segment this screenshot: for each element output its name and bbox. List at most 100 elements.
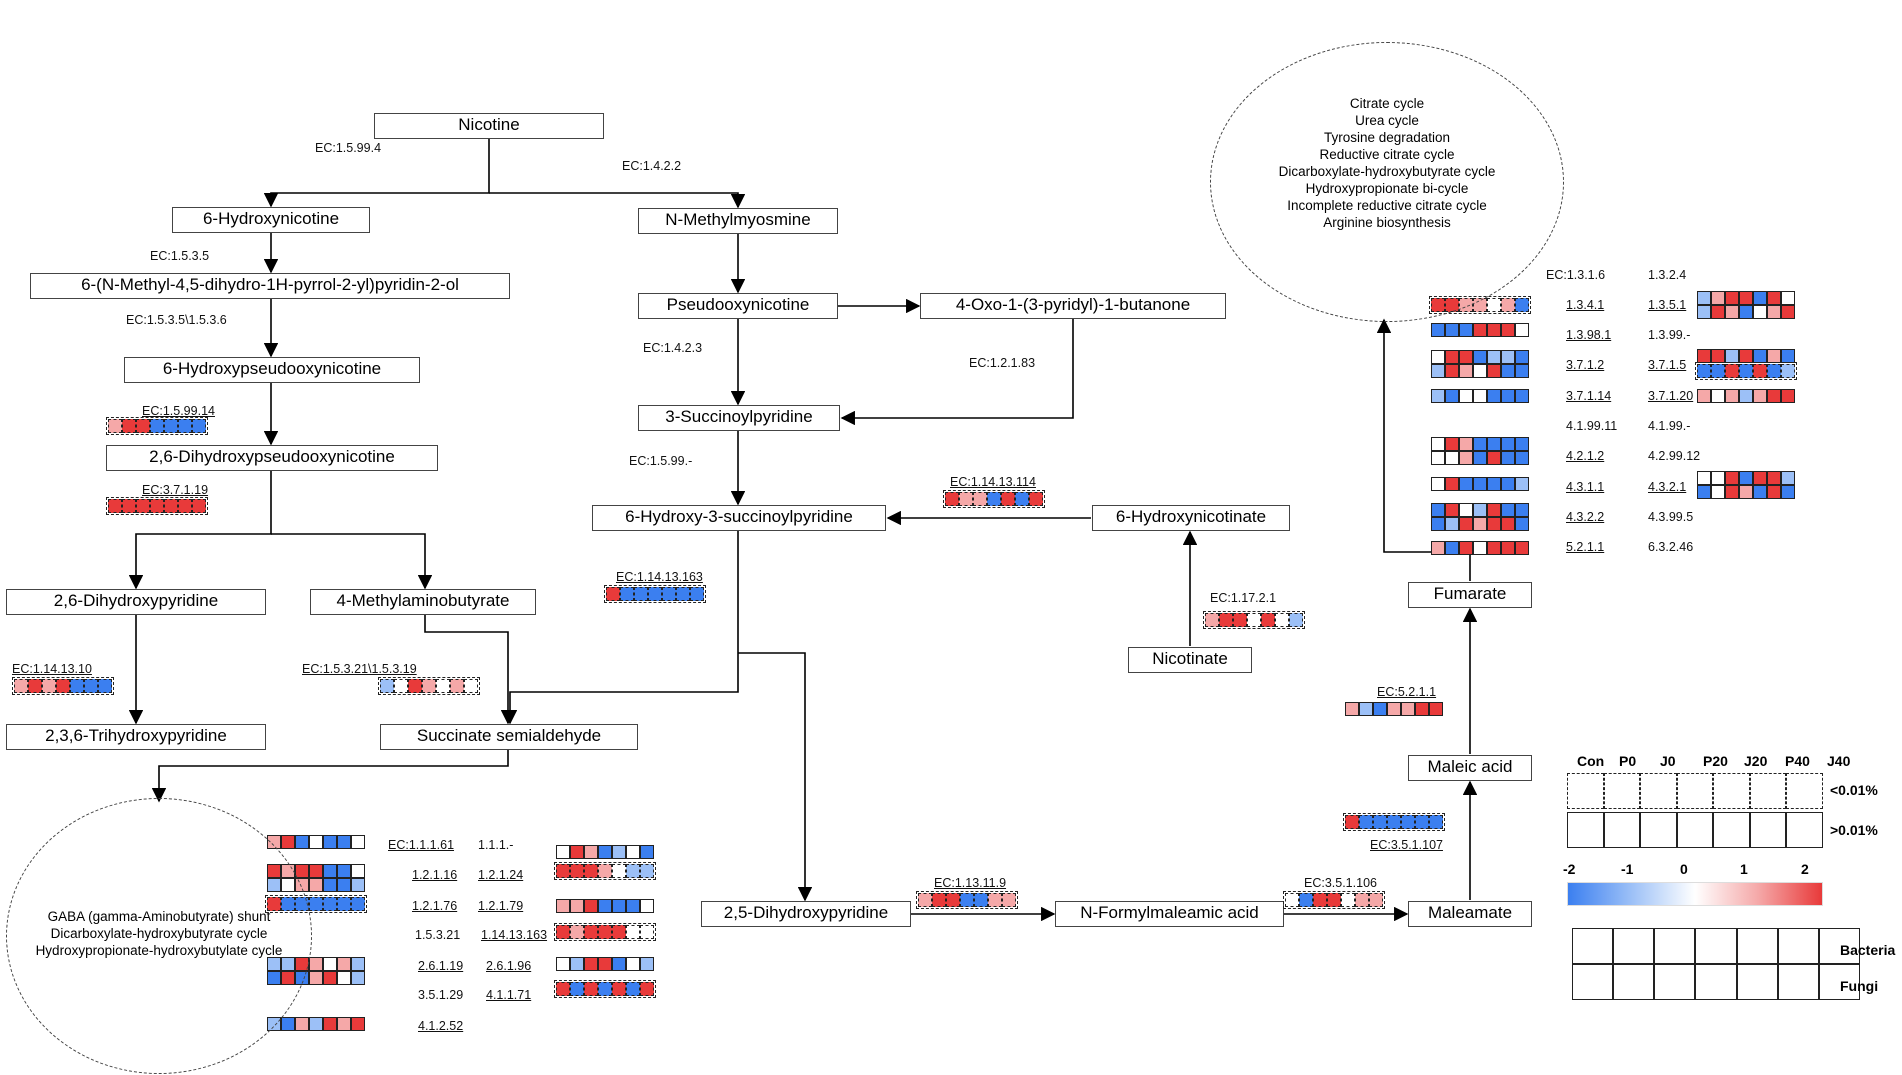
pathway-arrow xyxy=(271,533,433,590)
tca-pathway-name: Hydroxypropionate bi-cycle xyxy=(1305,181,1469,196)
node-dihydroxypyridine26[interactable]: 2,6-Dihydroxypyridine xyxy=(6,589,266,615)
node-succinoylpyridine[interactable]: 3-Succinoylpyridine xyxy=(638,405,840,431)
tca-ec-label: 4.1.99.11 xyxy=(1566,419,1618,433)
tca-pathways-circle xyxy=(1210,42,1564,322)
node-formylmaleamic[interactable]: N-Formylmaleamic acid xyxy=(1055,901,1284,927)
node-trihydroxypyridine[interactable]: 2,3,6-Trihydroxypyridine xyxy=(6,724,266,750)
legend-scale-tick: 1 xyxy=(1740,861,1748,877)
legend-sig-low-grid xyxy=(1567,773,1823,809)
node-hydroxynicotine[interactable]: 6-Hydroxynicotine xyxy=(172,207,370,233)
tca-pathway-name: Tyrosine degradation xyxy=(1323,130,1451,145)
tca-pathway-name: Dicarboxylate-hydroxybutyrate cycle xyxy=(1278,164,1496,179)
heatmap-ec-3-5-1-107 xyxy=(1343,813,1445,831)
pathway-arrow xyxy=(128,471,272,590)
gaba-ec-label: 1.2.1.76 xyxy=(412,899,458,913)
heatmap-ec-1-14-13-10 xyxy=(12,677,114,695)
node-pyrrolyl[interactable]: 6-(N-Methyl-4,5-dihydro-1H-pyrrol-2-yl)p… xyxy=(30,273,510,299)
pathway-arrow xyxy=(738,652,813,902)
node-fumarate[interactable]: Fumarate xyxy=(1408,582,1532,608)
pathway-arrow xyxy=(151,750,509,803)
tca-ec-label: 3.7.1.5 xyxy=(1648,358,1687,372)
heatmap-ec-1-3-5-1 xyxy=(1697,291,1795,319)
heatmap-ec-1-1-1-61 xyxy=(267,835,365,849)
ec-label-ec-1-13-11-9: EC:1.13.11.9 xyxy=(934,876,1007,890)
tca-ec-label: 4.3.99.5 xyxy=(1648,510,1694,524)
legend-color-scale xyxy=(1567,882,1823,906)
legend-column-j0: J0 xyxy=(1660,753,1676,769)
pathway-arrow xyxy=(424,615,516,725)
gaba-ec-label: EC:1.1.1.61 xyxy=(388,838,455,852)
tca-ec-label: 4.1.99.- xyxy=(1648,419,1691,433)
legend-scale-tick: -2 xyxy=(1563,861,1576,877)
tca-ec-label: 6.3.2.46 xyxy=(1648,540,1694,554)
gaba-ec-label: 1.5.3.21 xyxy=(415,928,461,942)
tca-pathway-name: Incomplete reductive citrate cycle xyxy=(1287,198,1487,213)
node-oxo-butanone[interactable]: 4-Oxo-1-(3-pyridyl)-1-butanone xyxy=(920,293,1226,319)
tca-pathway-name: Reductive citrate cycle xyxy=(1319,147,1455,162)
ec-label-ec-1-4-2-3: EC:1.4.2.3 xyxy=(643,341,703,355)
legend-sig-high-grid xyxy=(1567,812,1823,848)
heatmap-ec-1-17-2-1 xyxy=(1203,611,1305,629)
legend-scale-tick: 2 xyxy=(1801,861,1809,877)
tca-pathway-name: Urea cycle xyxy=(1355,113,1419,128)
tca-ec-label: 4.3.2.2 xyxy=(1566,510,1605,524)
heatmap-ec-1-14-13-114 xyxy=(943,490,1045,508)
pathway-arrow xyxy=(502,531,739,725)
tca-ec-label: 3.7.1.14 xyxy=(1566,389,1612,403)
tca-ec-label: 1.3.98.1 xyxy=(1566,328,1612,342)
heatmap-ec-3-7-1-20 xyxy=(1697,389,1795,403)
legend-column-j40: J40 xyxy=(1827,753,1851,769)
legend-column-p0: P0 xyxy=(1619,753,1637,769)
heatmap-ec-3-7-1-5-a xyxy=(1697,349,1795,363)
node-hydroxypseudo[interactable]: 6-Hydroxypseudooxynicotine xyxy=(124,357,420,383)
gaba-ec-label: 2.6.1.19 xyxy=(418,959,464,973)
ec-label-ec-3-5-1-107: EC:3.5.1.107 xyxy=(1370,838,1443,852)
heatmap-ec-1-14-13-163 xyxy=(604,585,706,603)
tca-ec-label: 4.2.1.2 xyxy=(1566,449,1605,463)
ec-label-ec-1-5-99-14: EC:1.5.99.14 xyxy=(142,404,215,418)
node-methylmyosmine[interactable]: N-Methylmyosmine xyxy=(638,208,838,234)
legend-sig-high: >0.01% xyxy=(1830,822,1878,838)
gaba-ec-label: 1.2.1.24 xyxy=(478,868,524,882)
ec-label-ec-1-14-13-114: EC:1.14.13.114 xyxy=(950,475,1036,489)
pathway-arrow xyxy=(489,192,746,209)
tca-ec-label: 1.3.5.1 xyxy=(1648,298,1687,312)
ec-label-ec-1-2-1-83: EC:1.2.1.83 xyxy=(969,356,1036,370)
legend-scale-tick: -1 xyxy=(1621,861,1634,877)
node-methylaminobutyrate[interactable]: 4-Methylaminobutyrate xyxy=(310,589,536,615)
gaba-ec-label: 1.1.1.- xyxy=(478,838,514,852)
legend-column-p20: P20 xyxy=(1703,753,1728,769)
legend-column-con: Con xyxy=(1577,753,1605,769)
ec-label-ec-1-4-2-2: EC:1.4.2.2 xyxy=(622,159,682,173)
heatmap-ec-3-5-1-106 xyxy=(1283,891,1385,909)
tca-pathway-name: Citrate cycle xyxy=(1349,96,1425,111)
node-dihydroxypyridine25[interactable]: 2,5-Dihydroxypyridine xyxy=(701,901,911,927)
node-nicotine[interactable]: Nicotine xyxy=(374,113,604,139)
node-maleic[interactable]: Maleic acid xyxy=(1408,755,1532,781)
ec-label-ec-1-5-3-5: EC:1.5.3.5 xyxy=(150,249,210,263)
legend-column-p40: P40 xyxy=(1785,753,1810,769)
ec-label-ec-1-5-99-4: EC:1.5.99.4 xyxy=(315,141,382,155)
node-maleamate[interactable]: Maleamate xyxy=(1408,901,1532,927)
pathway-arrow xyxy=(840,319,1074,426)
pathway-arrow xyxy=(263,139,490,208)
heatmap-ec-3-7-1-2 xyxy=(1431,350,1529,378)
tca-ec-label: 3.7.1.20 xyxy=(1648,389,1694,403)
node-nicotinate[interactable]: Nicotinate xyxy=(1128,647,1252,673)
heatmap-ec-4-3-1-1 xyxy=(1431,477,1529,491)
node-pseudooxynicotine[interactable]: Pseudooxynicotine xyxy=(638,293,838,319)
node-hydroxynicotinate[interactable]: 6-Hydroxynicotinate xyxy=(1092,505,1290,531)
heatmap-ec-4-1-1-71 xyxy=(554,980,656,998)
heatmap-ec-4-3-2-1 xyxy=(1697,471,1795,499)
heatmap-ec-1-2-1-24-a xyxy=(556,845,654,859)
node-dihydroxypseudo[interactable]: 2,6-Dihydroxypseudooxynicotine xyxy=(106,445,438,471)
gaba-ec-label: 4.1.2.52 xyxy=(418,1019,464,1033)
heatmap-ec-4-3-2-2 xyxy=(1431,503,1529,531)
ec-label-ec-3-5-1-106: EC:3.5.1.106 xyxy=(1304,876,1377,890)
node-succinate-semialdehyde[interactable]: Succinate semialdehyde xyxy=(380,724,638,750)
gaba-ec-label: 1.14.13.163 xyxy=(481,928,548,942)
node-hydroxy-succinoyl[interactable]: 6-Hydroxy-3-succinoylpyridine xyxy=(592,505,886,531)
gaba-ec-label: 4.1.1.71 xyxy=(486,988,532,1002)
